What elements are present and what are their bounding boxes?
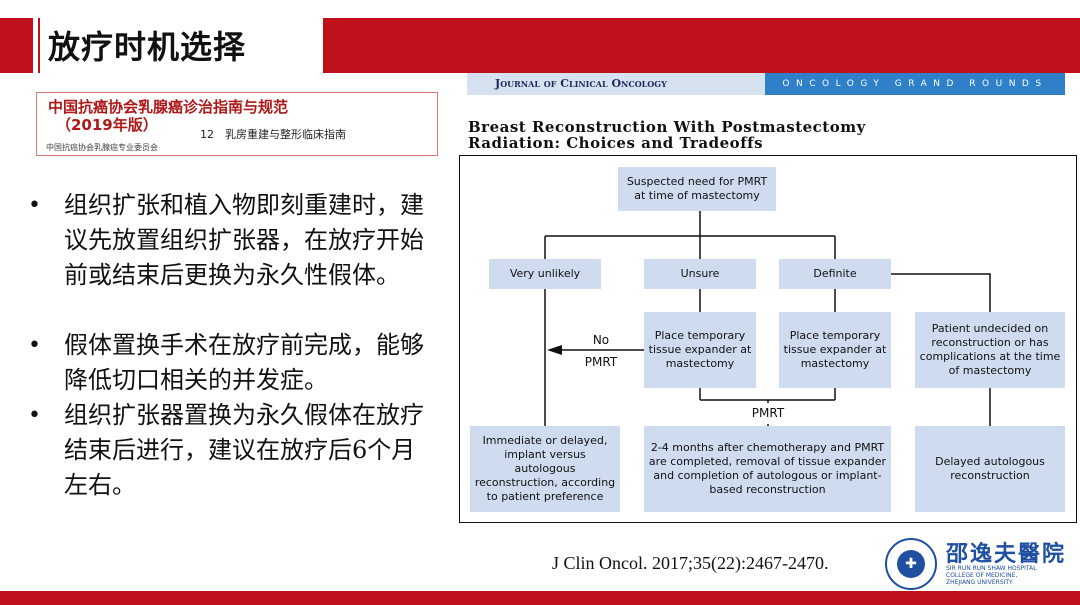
- article-title-line: Breast Reconstruction With Postmastectom…: [468, 118, 866, 136]
- slide-title: 放疗时机选择: [48, 28, 247, 66]
- bullet-text: 组织扩张和植入物即刻重建时，建议先放置组织扩张器，在放疗开始前或结束后更换为永久…: [64, 191, 424, 289]
- citation: J Clin Oncol. 2017;35(22):2467-2470.: [552, 553, 829, 573]
- guideline-year: （2019年版）: [56, 116, 158, 134]
- hospital-name-en: SIR RUN RUN SHAW HOSPITAL: [946, 565, 1037, 572]
- flow-node-two-four-months: 2-4 months after chemotherapy and PMRT a…: [644, 426, 891, 512]
- flow-node-definite: Definite: [779, 259, 891, 289]
- bullet-marker: •: [28, 403, 41, 428]
- journal-section: ONCOLOGY GRAND ROUNDS: [765, 73, 1065, 95]
- bullet-marker: •: [28, 333, 41, 358]
- journal-name: Journal of Clinical Oncology: [467, 73, 765, 95]
- guideline-committee: 中国抗癌协会乳腺癌专业委员会: [46, 143, 158, 152]
- header-divider: [38, 18, 40, 73]
- bullet-text: 组织扩张器置换为永久假体在放疗结束后进行，建议在放疗后6个月左右。: [64, 401, 424, 499]
- flow-node-immediate-delayed: Immediate or delayed, implant versus aut…: [470, 426, 620, 512]
- guideline-reference-box: [36, 92, 438, 156]
- bullet-text: 假体置换手术在放疗前完成，能够降低切口相关的并发症。: [64, 331, 424, 394]
- article-title: Breast Reconstruction With Postmastectom…: [468, 119, 1068, 151]
- flow-node-expander-definite: Place temporary tissue expander at maste…: [779, 312, 891, 388]
- header-banner: [323, 18, 1080, 73]
- flow-label-pmrt-left: PMRT: [584, 355, 618, 369]
- flow-node-expander-unsure: Place temporary tissue expander at maste…: [644, 312, 756, 388]
- flowchart-frame: [459, 155, 1077, 523]
- bullet-marker: •: [28, 193, 41, 218]
- hospital-university: ZHEJIANG UNIVERSITY: [946, 579, 1013, 586]
- flow-label-no: No: [592, 333, 610, 347]
- flow-node-undecided: Patient undecided on reconstruction or h…: [915, 312, 1065, 388]
- flow-node-delayed-autologous: Delayed autologous reconstruction: [915, 426, 1065, 512]
- arrow-head-icon: [547, 345, 562, 355]
- footer-bar: [0, 591, 1080, 605]
- hospital-name-cn: 邵逸夫醫院: [946, 541, 1067, 567]
- flow-label-pmrt-mid: PMRT: [751, 406, 785, 420]
- flow-node-very-unlikely: Very unlikely: [489, 259, 601, 289]
- guideline-title: 中国抗癌协会乳腺癌诊治指南与规范: [48, 98, 289, 116]
- hospital-college: COLLEGE OF MEDICINE,: [946, 572, 1018, 579]
- flow-node-unsure: Unsure: [644, 259, 756, 289]
- header-accent-block: [0, 18, 33, 73]
- article-title-line: Radiation: Choices and Tradeoffs: [468, 134, 764, 152]
- hospital-seal-emblem: ✚: [897, 550, 925, 578]
- flow-node-suspected-pmrt: Suspected need for PMRT at time of maste…: [618, 167, 776, 211]
- guideline-chapter: 12 乳房重建与整形临床指南: [200, 128, 346, 141]
